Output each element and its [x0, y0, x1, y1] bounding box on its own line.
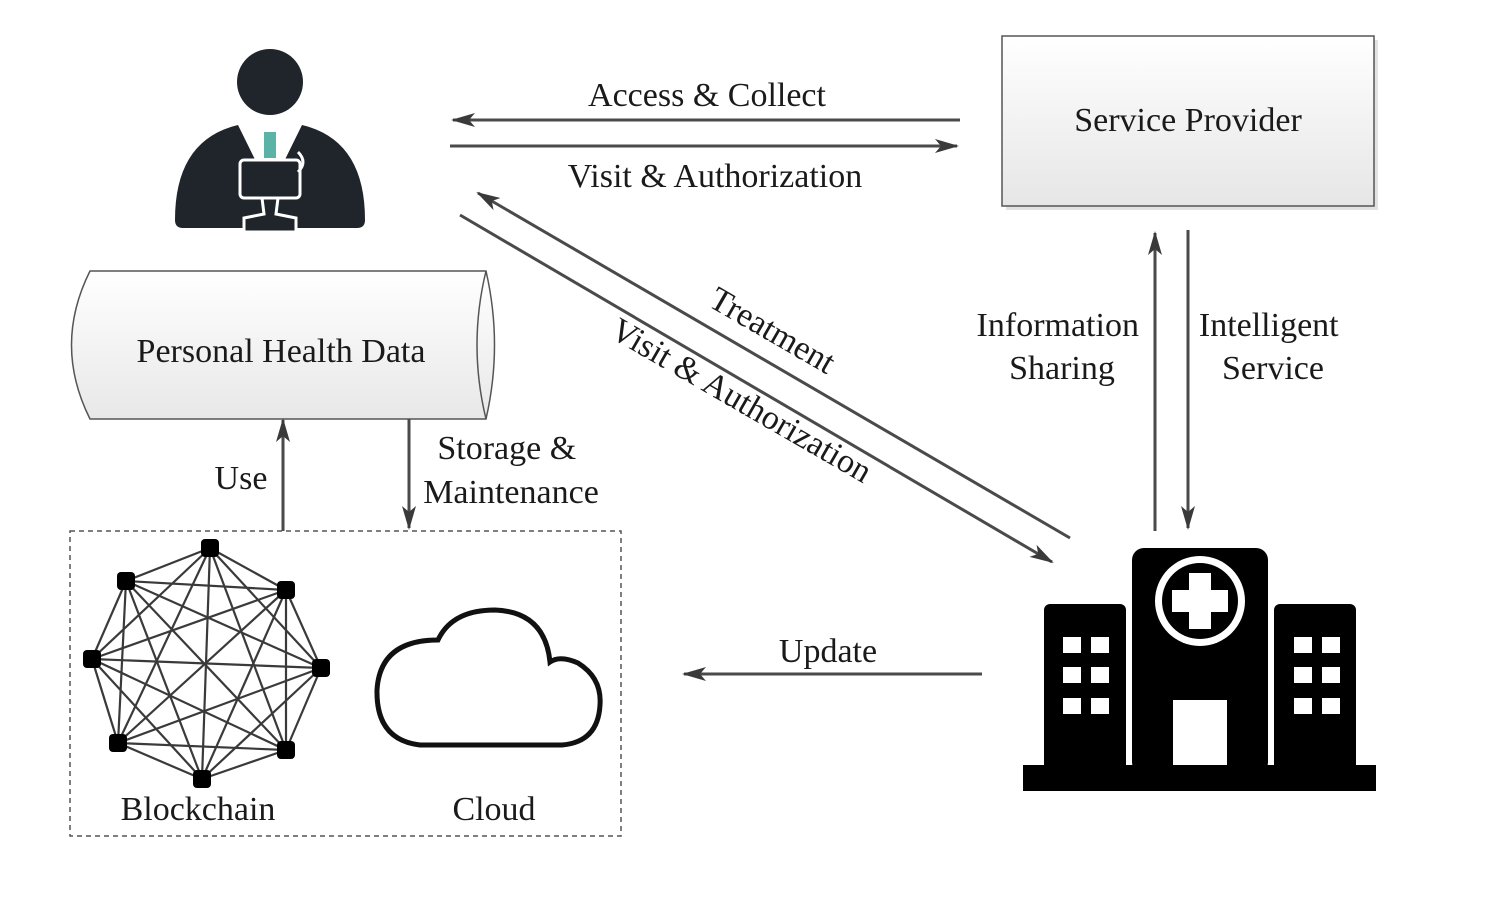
treatment-arrow	[476, 191, 1071, 540]
blockchain-link	[90, 580, 128, 660]
access-collect-label: Access & Collect	[588, 77, 826, 114]
intelligent-service-label: Intelligent Service	[1199, 307, 1347, 387]
cloud-label: Cloud	[452, 791, 535, 828]
blockchain-link	[124, 580, 204, 780]
user-icon	[175, 49, 365, 234]
storage-container	[69, 530, 622, 837]
blockchain-link	[117, 547, 211, 744]
blockchain-link	[125, 580, 287, 751]
cloud-icon	[374, 607, 603, 748]
blockchain-node	[201, 539, 219, 557]
service-provider-label: Service Provider	[1074, 102, 1302, 139]
update-label: Update	[779, 633, 877, 670]
blockchain-link	[125, 579, 287, 592]
blockchain-link	[209, 547, 287, 591]
blockchain-link	[125, 546, 211, 583]
blockchain-label: Blockchain	[121, 791, 276, 828]
blockchain-link	[125, 579, 322, 670]
information-sharing-label: Information Sharing	[977, 307, 1148, 387]
blockchain-node	[117, 572, 135, 590]
visit-authorization-top-label: Visit & Authorization	[568, 158, 863, 195]
service-provider-node: Service Provider	[1001, 35, 1378, 210]
blockchain-node	[277, 741, 295, 759]
blockchain-link	[116, 580, 128, 744]
personal-health-data-label: Personal Health Data	[137, 333, 426, 370]
hospital-icon	[1023, 548, 1376, 791]
blockchain-link	[90, 658, 120, 744]
blockchain-link	[117, 666, 322, 745]
blockchain-link	[117, 741, 287, 752]
blockchain-node	[109, 734, 127, 752]
storage-maintenance-label: Storage & Maintenance	[423, 430, 599, 511]
blockchain-link	[91, 547, 211, 660]
use-label: Use	[215, 460, 268, 497]
visit-authorization-diag-arrow	[459, 213, 1054, 564]
blockchain-node	[312, 659, 330, 677]
blockchain-link	[284, 589, 323, 669]
blockchain-link	[91, 588, 287, 661]
treatment-label: Treatment	[703, 280, 842, 382]
blockchain-link	[284, 667, 323, 751]
blockchain-link	[208, 547, 288, 751]
blockchain-link	[91, 657, 322, 670]
blockchain-link	[91, 658, 287, 751]
blockchain-link	[117, 741, 203, 781]
blockchain-node	[193, 770, 211, 788]
blockchain-link	[201, 748, 287, 781]
blockchain-icon	[83, 539, 330, 788]
blockchain-node	[83, 650, 101, 668]
blockchain-link	[91, 658, 203, 780]
blockchain-node	[277, 581, 295, 599]
personal-health-data-node: Personal Health Data	[70, 270, 496, 420]
